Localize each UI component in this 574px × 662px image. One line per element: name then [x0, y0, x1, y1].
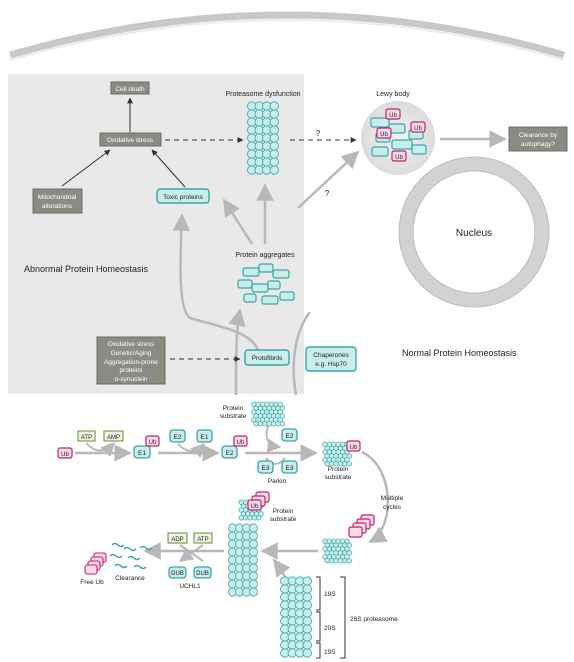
svg-text:cycles: cycles	[383, 504, 402, 511]
svg-text:Ub: Ub	[237, 440, 245, 446]
svg-text:e.g. Hsp70: e.g. Hsp70	[315, 361, 347, 368]
svg-text:?: ?	[316, 129, 321, 138]
svg-text:Genetic/Aging: Genetic/Aging	[111, 350, 152, 357]
svg-text:20S: 20S	[324, 625, 336, 632]
toxic-proteins-box: Toxic proteins	[156, 188, 210, 204]
oxidative-stress-box: Oxidative stress	[99, 132, 162, 147]
clearance-autophagy-box: Clearance by autophagy?	[508, 126, 568, 152]
svg-text:Mitochondrial: Mitochondrial	[38, 194, 77, 201]
svg-text:E1: E1	[201, 434, 209, 441]
svg-text:Protein: Protein	[273, 508, 294, 515]
abnormal-title: Abnormal Protein Homeostasis	[24, 264, 149, 274]
substrate-ub-tag: Ub	[346, 440, 361, 452]
protein-aggregates-icon	[237, 263, 295, 305]
proteasome-dysfunction-icon	[247, 101, 279, 175]
protofibrils-box: Protofibrils	[244, 349, 290, 366]
svg-text:19S: 19S	[324, 649, 336, 656]
e1-ub: E1 Ub	[133, 435, 160, 459]
causes-box: Oxidative stress Genetic/Aging Aggregati…	[96, 336, 166, 385]
proteasome-26s	[280, 576, 312, 658]
svg-text:?: ?	[325, 189, 330, 198]
svg-text:Ub: Ub	[149, 440, 157, 446]
svg-text:Chaperones: Chaperones	[313, 352, 349, 359]
svg-text:autophagy?: autophagy?	[521, 141, 555, 148]
svg-text:E2: E2	[226, 450, 234, 457]
svg-text:Ub: Ub	[61, 452, 69, 458]
cell-membrane	[9, 11, 565, 61]
svg-text:Ub: Ub	[414, 126, 422, 132]
polyub-substrate	[322, 538, 352, 564]
svg-text:Protofibrils: Protofibrils	[252, 355, 283, 362]
proteasome-26s-brackets: 19S 20S 19S 26S proteasome	[316, 576, 398, 659]
clearance-peptides: Clearance	[109, 542, 153, 582]
protein-substrate-top	[251, 401, 286, 427]
protein-substrate-ub	[322, 441, 352, 467]
svg-text:E3: E3	[262, 465, 270, 472]
svg-text:Clearance by: Clearance by	[519, 132, 558, 139]
normal-title: Normal Protein Homeostasis	[402, 348, 517, 358]
nucleus: Nucleus	[398, 156, 550, 308]
proteasome-central	[228, 523, 258, 597]
svg-text:E2: E2	[174, 434, 182, 441]
svg-text:ATP: ATP	[81, 435, 92, 441]
e2-e1-exchange: E2 E1	[169, 429, 213, 458]
nucleus-label: Nucleus	[456, 228, 492, 239]
svg-text:ATP: ATP	[197, 537, 208, 543]
lewy-body: Lewy body Ub Ub Ub Ub	[361, 91, 435, 175]
svg-text:Ub: Ub	[350, 445, 358, 451]
svg-text:Protein: Protein	[328, 466, 349, 473]
svg-text:alterations: alterations	[42, 203, 73, 210]
proteasome-dysfunction-label: Proteasome dysfunction	[225, 91, 300, 98]
free-ub-stack: Free Ub	[80, 552, 107, 586]
ub-start: Ub	[57, 447, 73, 459]
svg-text:UCHL1: UCHL1	[179, 583, 201, 590]
atp-amp: ATP AMP	[77, 430, 124, 457]
mitochondrial-alterations-box: Mitochondrial alterations	[32, 188, 83, 214]
svg-text:Cell death: Cell death	[115, 86, 145, 93]
svg-text:DUB: DUB	[171, 571, 184, 577]
svg-text:DUB: DUB	[196, 571, 209, 577]
svg-text:Ub: Ub	[251, 504, 259, 510]
svg-text:Ub: Ub	[389, 113, 397, 119]
svg-text:α-synuclein: α-synuclein	[114, 376, 147, 383]
svg-text:Oxidative stress: Oxidative stress	[108, 341, 155, 348]
svg-text:substrate: substrate	[220, 413, 247, 420]
svg-text:19S: 19S	[324, 591, 336, 598]
svg-text:Ub: Ub	[380, 132, 388, 138]
svg-text:E3: E3	[286, 465, 294, 472]
svg-text:Protein: Protein	[223, 405, 244, 412]
svg-text:substrate: substrate	[270, 516, 297, 523]
svg-text:substrate: substrate	[325, 474, 352, 481]
svg-text:Multiple: Multiple	[381, 495, 404, 502]
svg-text:Oxidative stress: Oxidative stress	[107, 137, 154, 144]
svg-text:Ub: Ub	[395, 155, 403, 161]
svg-text:26S proteasome: 26S proteasome	[350, 616, 398, 623]
entry-ub-chain: Ub	[247, 491, 270, 511]
svg-text:E1: E1	[138, 450, 146, 457]
e2-ub: E2 Ub	[221, 435, 248, 459]
chaperones-box: Chaperones e.g. Hsp70	[305, 346, 357, 372]
protein-aggregates-label: Protein aggregates	[235, 252, 295, 259]
svg-text:E2: E2	[286, 433, 294, 440]
e2-e3-parkin: E2 E3 E3 Parkin	[257, 428, 298, 485]
svg-text:ADP: ADP	[171, 537, 183, 543]
lewy-body-label: Lewy body	[376, 91, 410, 98]
dub-boxes: DUB DUB UCHL1	[168, 566, 212, 590]
cell-death-box: Cell death	[110, 81, 150, 95]
svg-text:Parkin: Parkin	[268, 478, 287, 485]
svg-text:proteins: proteins	[119, 367, 143, 374]
polyub-chain	[348, 514, 375, 538]
svg-text:AMP: AMP	[107, 435, 120, 441]
svg-text:Free Ub: Free Ub	[80, 579, 104, 586]
svg-text:Toxic proteins: Toxic proteins	[163, 194, 203, 201]
svg-text:Clearance: Clearance	[115, 575, 145, 582]
adp-atp: ADP ATP	[167, 532, 213, 562]
svg-text:Aggregation-prone: Aggregation-prone	[104, 359, 158, 366]
